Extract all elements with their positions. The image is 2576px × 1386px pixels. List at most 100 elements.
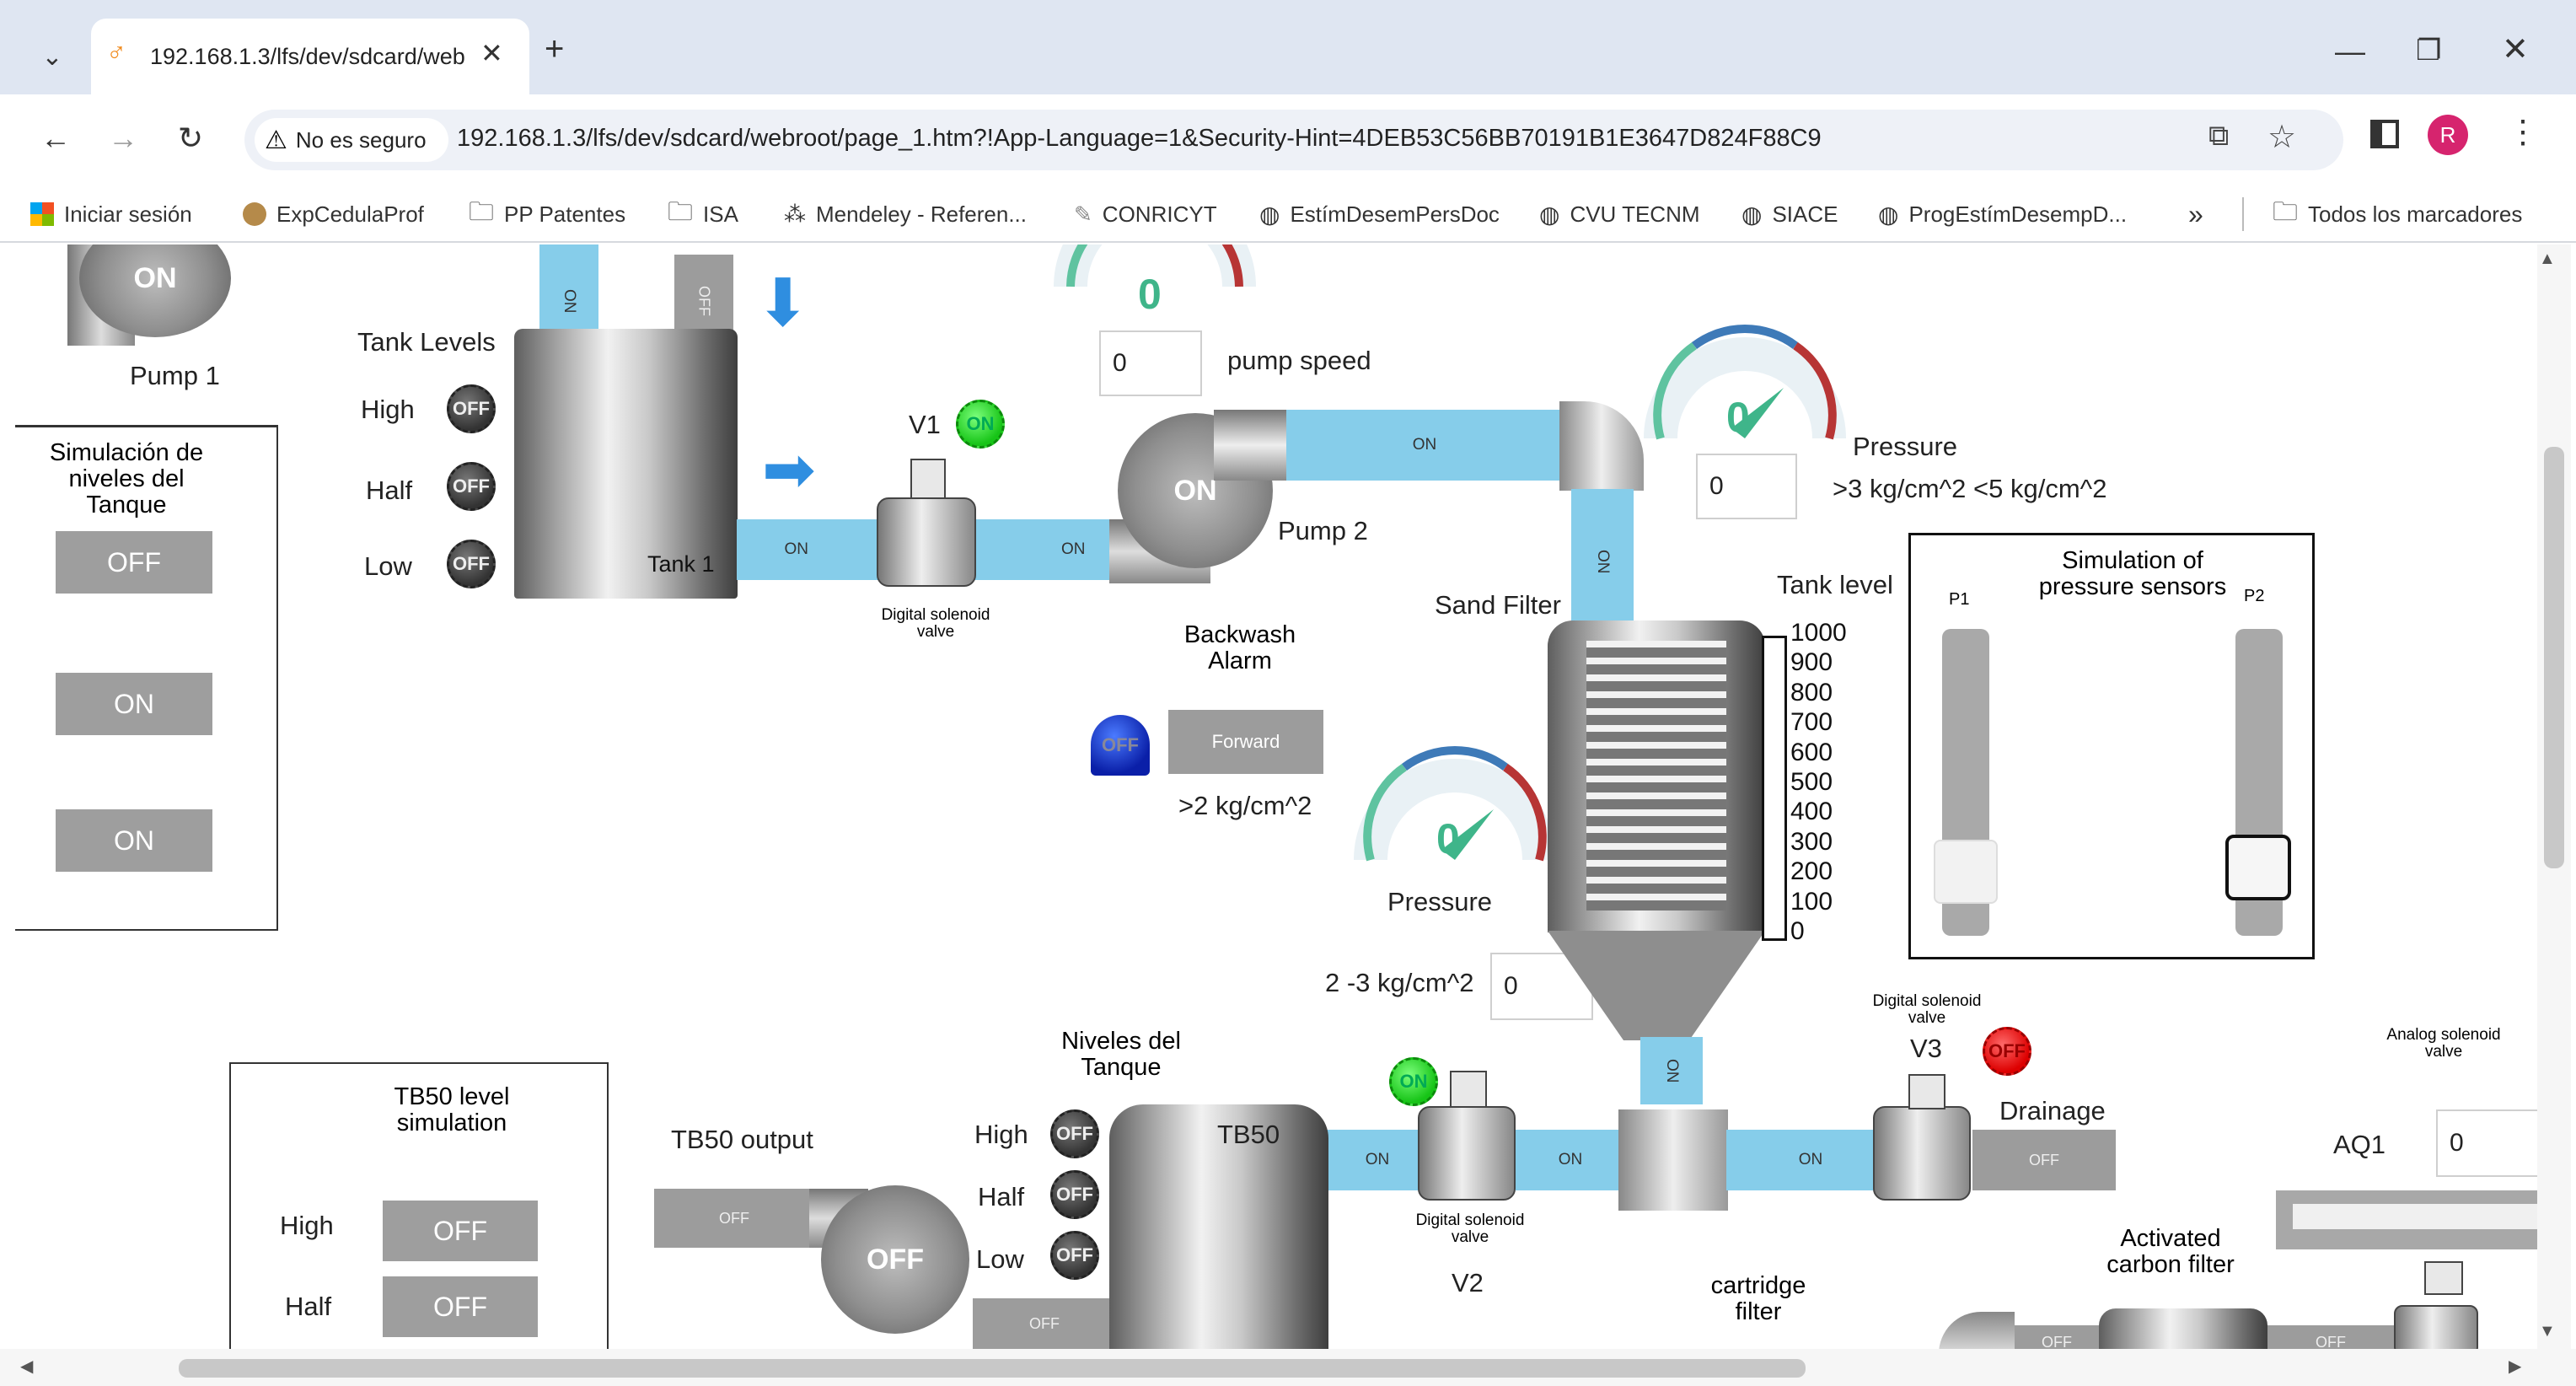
tb50-level-half-indicator: OFF (1050, 1170, 1099, 1219)
scroll-right-icon[interactable]: ▶ (2509, 1357, 2522, 1376)
p2-slider-thumb[interactable] (2225, 835, 2291, 900)
pump-speed-input[interactable]: 0 (1099, 330, 1202, 396)
side-panel-icon[interactable] (2370, 120, 2399, 148)
bookmark-folder[interactable]: 🗀ISA (668, 191, 738, 238)
aq1-input[interactable]: 0 (2436, 1109, 2537, 1177)
site-favicon-icon: ♂ (106, 37, 126, 67)
v1-actuator (910, 459, 946, 499)
horizontal-scroll-thumb[interactable] (179, 1359, 1806, 1378)
pump1[interactable]: ON (79, 244, 231, 337)
pressure-mid-range: 2 -3 kg/cm^2 (1325, 968, 1474, 997)
v2-valve[interactable] (1418, 1106, 1516, 1201)
address-bar[interactable]: ⚠ No es seguro 192.168.1.3/lfs/dev/sdcar… (244, 110, 2343, 170)
drainage-label: Drainage (1999, 1096, 2106, 1125)
v2-label: V2 (1452, 1268, 1484, 1297)
bookmark-item[interactable]: ◍CVU TECNM (1539, 201, 1700, 228)
new-tab-button[interactable]: + (545, 30, 565, 67)
bookmark-item[interactable]: ◍EstímDesemPersDoc (1259, 201, 1500, 228)
tb50-output-label: TB50 output (671, 1125, 813, 1154)
tab-close-icon[interactable]: ✕ (480, 38, 503, 68)
pump2-outlet (1214, 410, 1290, 481)
v2-actuator (1450, 1071, 1487, 1108)
tank-level-scale-tick: 200 (1790, 857, 1833, 886)
analog-valve[interactable] (2394, 1305, 2478, 1349)
bookmarks-overflow-button[interactable]: » (2188, 198, 2203, 229)
v3-valve[interactable] (1873, 1106, 1971, 1201)
back-icon[interactable]: ← (40, 121, 71, 155)
v3-status-indicator: OFF (1983, 1027, 2031, 1076)
horizontal-scrollbar[interactable]: ◀ ▶ (0, 1349, 2576, 1386)
bookmark-item[interactable]: ✎CONRICYT (1074, 201, 1217, 227)
sim-on-button-1[interactable]: ON (56, 673, 212, 735)
tank-level-label: Tank level (1777, 570, 1893, 599)
analog-slider[interactable] (2276, 1190, 2537, 1249)
menu-icon[interactable]: ⋮ (2507, 115, 2539, 150)
p2-label: P2 (2244, 587, 2265, 605)
tank-level-scale-tick: 600 (1790, 738, 1833, 766)
close-window-icon[interactable]: ✕ (2502, 32, 2529, 67)
bookmarks-bar (0, 185, 2576, 243)
vertical-scrollbar[interactable]: ▲ ▼ (2537, 244, 2571, 1349)
v1-valve-label: Digital solenoid valve (881, 606, 990, 641)
pipe-down-filter: ON (1571, 489, 1634, 634)
analog-valve-actuator (2424, 1261, 2463, 1295)
backwash-range: >2 kg/cm^2 (1178, 791, 1312, 820)
security-label[interactable]: No es seguro (295, 126, 427, 153)
browser-tab[interactable]: ♂ 192.168.1.3/lfs/dev/sdcard/web ✕ (91, 19, 529, 96)
p1-slider-thumb[interactable] (1934, 840, 1998, 904)
tank-level-scale-tick: 800 (1790, 678, 1833, 706)
pressure-gauge-mid-value: 0 (1436, 815, 1460, 862)
pipe-filter-down: ON (1640, 1037, 1703, 1104)
pump2[interactable]: ON (1118, 413, 1273, 568)
bookmark-item[interactable]: ◍ProgEstímDesempD... (1878, 201, 2128, 228)
scroll-up-icon[interactable]: ▲ (2539, 250, 2556, 268)
folder-icon: 🗀 (668, 197, 693, 226)
scroll-left-icon[interactable]: ◀ (20, 1357, 34, 1376)
tab-search-chevron-icon[interactable]: ⌄ (41, 43, 63, 71)
pump1-label: Pump 1 (130, 361, 220, 390)
bookmark-folder[interactable]: 🗀PP Patentes (469, 191, 625, 238)
restore-icon[interactable]: ❐ (2416, 35, 2442, 67)
v1-valve[interactable] (877, 497, 976, 587)
analog-slider-track (2293, 1204, 2537, 1229)
bookmark-item[interactable]: ExpCedulaProf (243, 191, 424, 238)
reload-icon[interactable]: ↻ (177, 121, 204, 155)
elbow-pipe (1559, 401, 1644, 491)
url-text[interactable]: 192.168.1.3/lfs/dev/sdcard/webroot/page_… (457, 125, 1822, 152)
bookmark-star-icon[interactable]: ☆ (2267, 120, 2297, 155)
bookmark-item[interactable]: Iniciar sesión (30, 191, 192, 238)
arrow-right-icon: ➡ (762, 434, 816, 506)
drainage-off: OFF (1972, 1130, 2116, 1190)
translate-icon[interactable]: ⧉ (2208, 120, 2230, 152)
all-bookmarks-folder[interactable]: 🗀Todos los marcadores (2273, 191, 2522, 238)
sim-on-button-2[interactable]: ON (56, 809, 212, 872)
bookmark-item[interactable]: ◍SIACE (1741, 201, 1838, 228)
cartridge-filter-label: cartridge filter (1710, 1272, 1806, 1325)
p1-label: P1 (1949, 590, 1970, 609)
tb50-level-low-indicator: OFF (1050, 1231, 1099, 1280)
tb50-level-high-indicator: OFF (1050, 1109, 1099, 1158)
aq1-label: AQ1 (2333, 1130, 2386, 1159)
vertical-scroll-thumb[interactable] (2544, 447, 2564, 868)
profile-avatar[interactable]: R (2428, 115, 2468, 155)
pressure-right-input[interactable]: 0 (1696, 454, 1797, 519)
pressure-sim-title: Simulation of pressure sensors (2038, 547, 2227, 600)
globe-icon: ◍ (1741, 201, 1763, 228)
analog-valve-label: Analog solenoid valve (2386, 1026, 2501, 1061)
tb50-tank (1109, 1104, 1328, 1349)
pump-speed-gauge-value: 0 (1138, 271, 1162, 318)
tank-level-scale-tick: 1000 (1790, 619, 1847, 647)
tb50-sim-half-button[interactable]: OFF (383, 1276, 538, 1337)
forward-icon[interactable]: → (108, 121, 138, 155)
tank-level-high-label: High (361, 395, 415, 424)
mendeley-icon: ⁂ (784, 201, 806, 227)
sim-off-button[interactable]: OFF (56, 531, 212, 594)
bookmark-item[interactable]: ⁂Mendeley - Referen... (784, 201, 1028, 227)
tab-title: 192.168.1.3/lfs/dev/sdcard/web (150, 44, 465, 69)
backwash-forward-button[interactable]: Forward (1168, 710, 1323, 774)
tb50-sim-high-button[interactable]: OFF (383, 1201, 538, 1261)
scroll-down-icon[interactable]: ▼ (2539, 1322, 2556, 1340)
tb50-pump[interactable]: OFF (821, 1185, 969, 1334)
folder-icon: 🗀 (2273, 197, 2298, 226)
minimize-icon[interactable]: — (2335, 34, 2365, 68)
